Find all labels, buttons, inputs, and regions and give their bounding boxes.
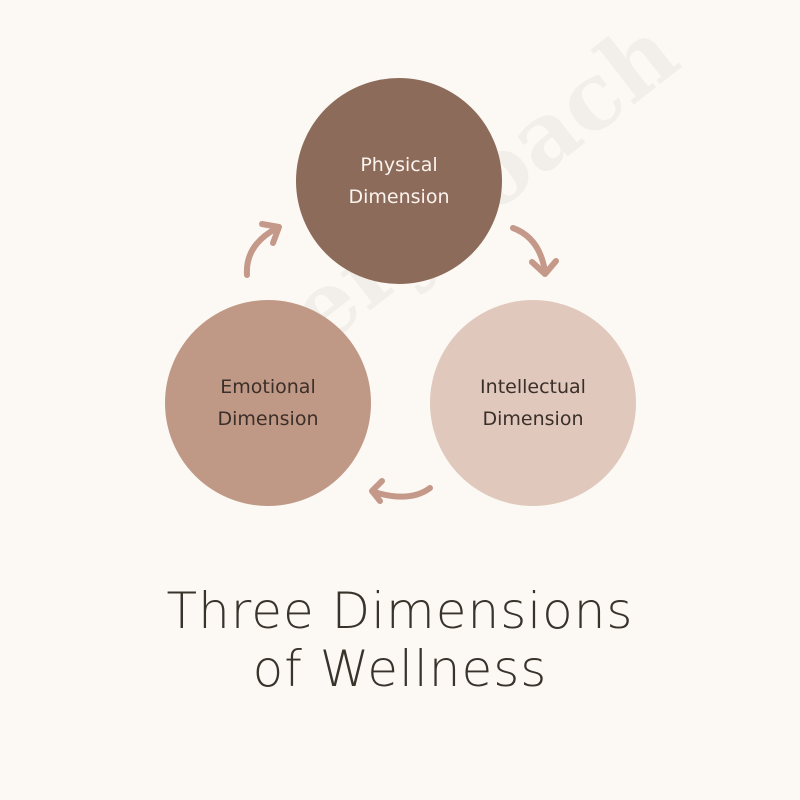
node-label-line1: Intellectual bbox=[480, 376, 586, 398]
node-intellectual-dimension: Intellectual Dimension bbox=[430, 300, 636, 506]
arrow-emotional-to-physical bbox=[243, 221, 282, 278]
node-label-line1: Physical bbox=[360, 154, 438, 176]
arrow-intellectual-to-emotional bbox=[369, 478, 433, 504]
node-label-line2: Dimension bbox=[217, 408, 319, 430]
arrow-physical-to-intellectual bbox=[510, 225, 559, 277]
node-emotional-dimension: Emotional Dimension bbox=[165, 300, 371, 506]
node-label-line2: Dimension bbox=[482, 408, 584, 430]
title-line1: Three Dimensions bbox=[166, 582, 634, 640]
node-label-line1: Emotional bbox=[220, 376, 316, 398]
title-line2: of Wellness bbox=[252, 640, 548, 698]
node-physical-dimension: Physical Dimension bbox=[296, 78, 502, 284]
node-label-line2: Dimension bbox=[348, 186, 450, 208]
